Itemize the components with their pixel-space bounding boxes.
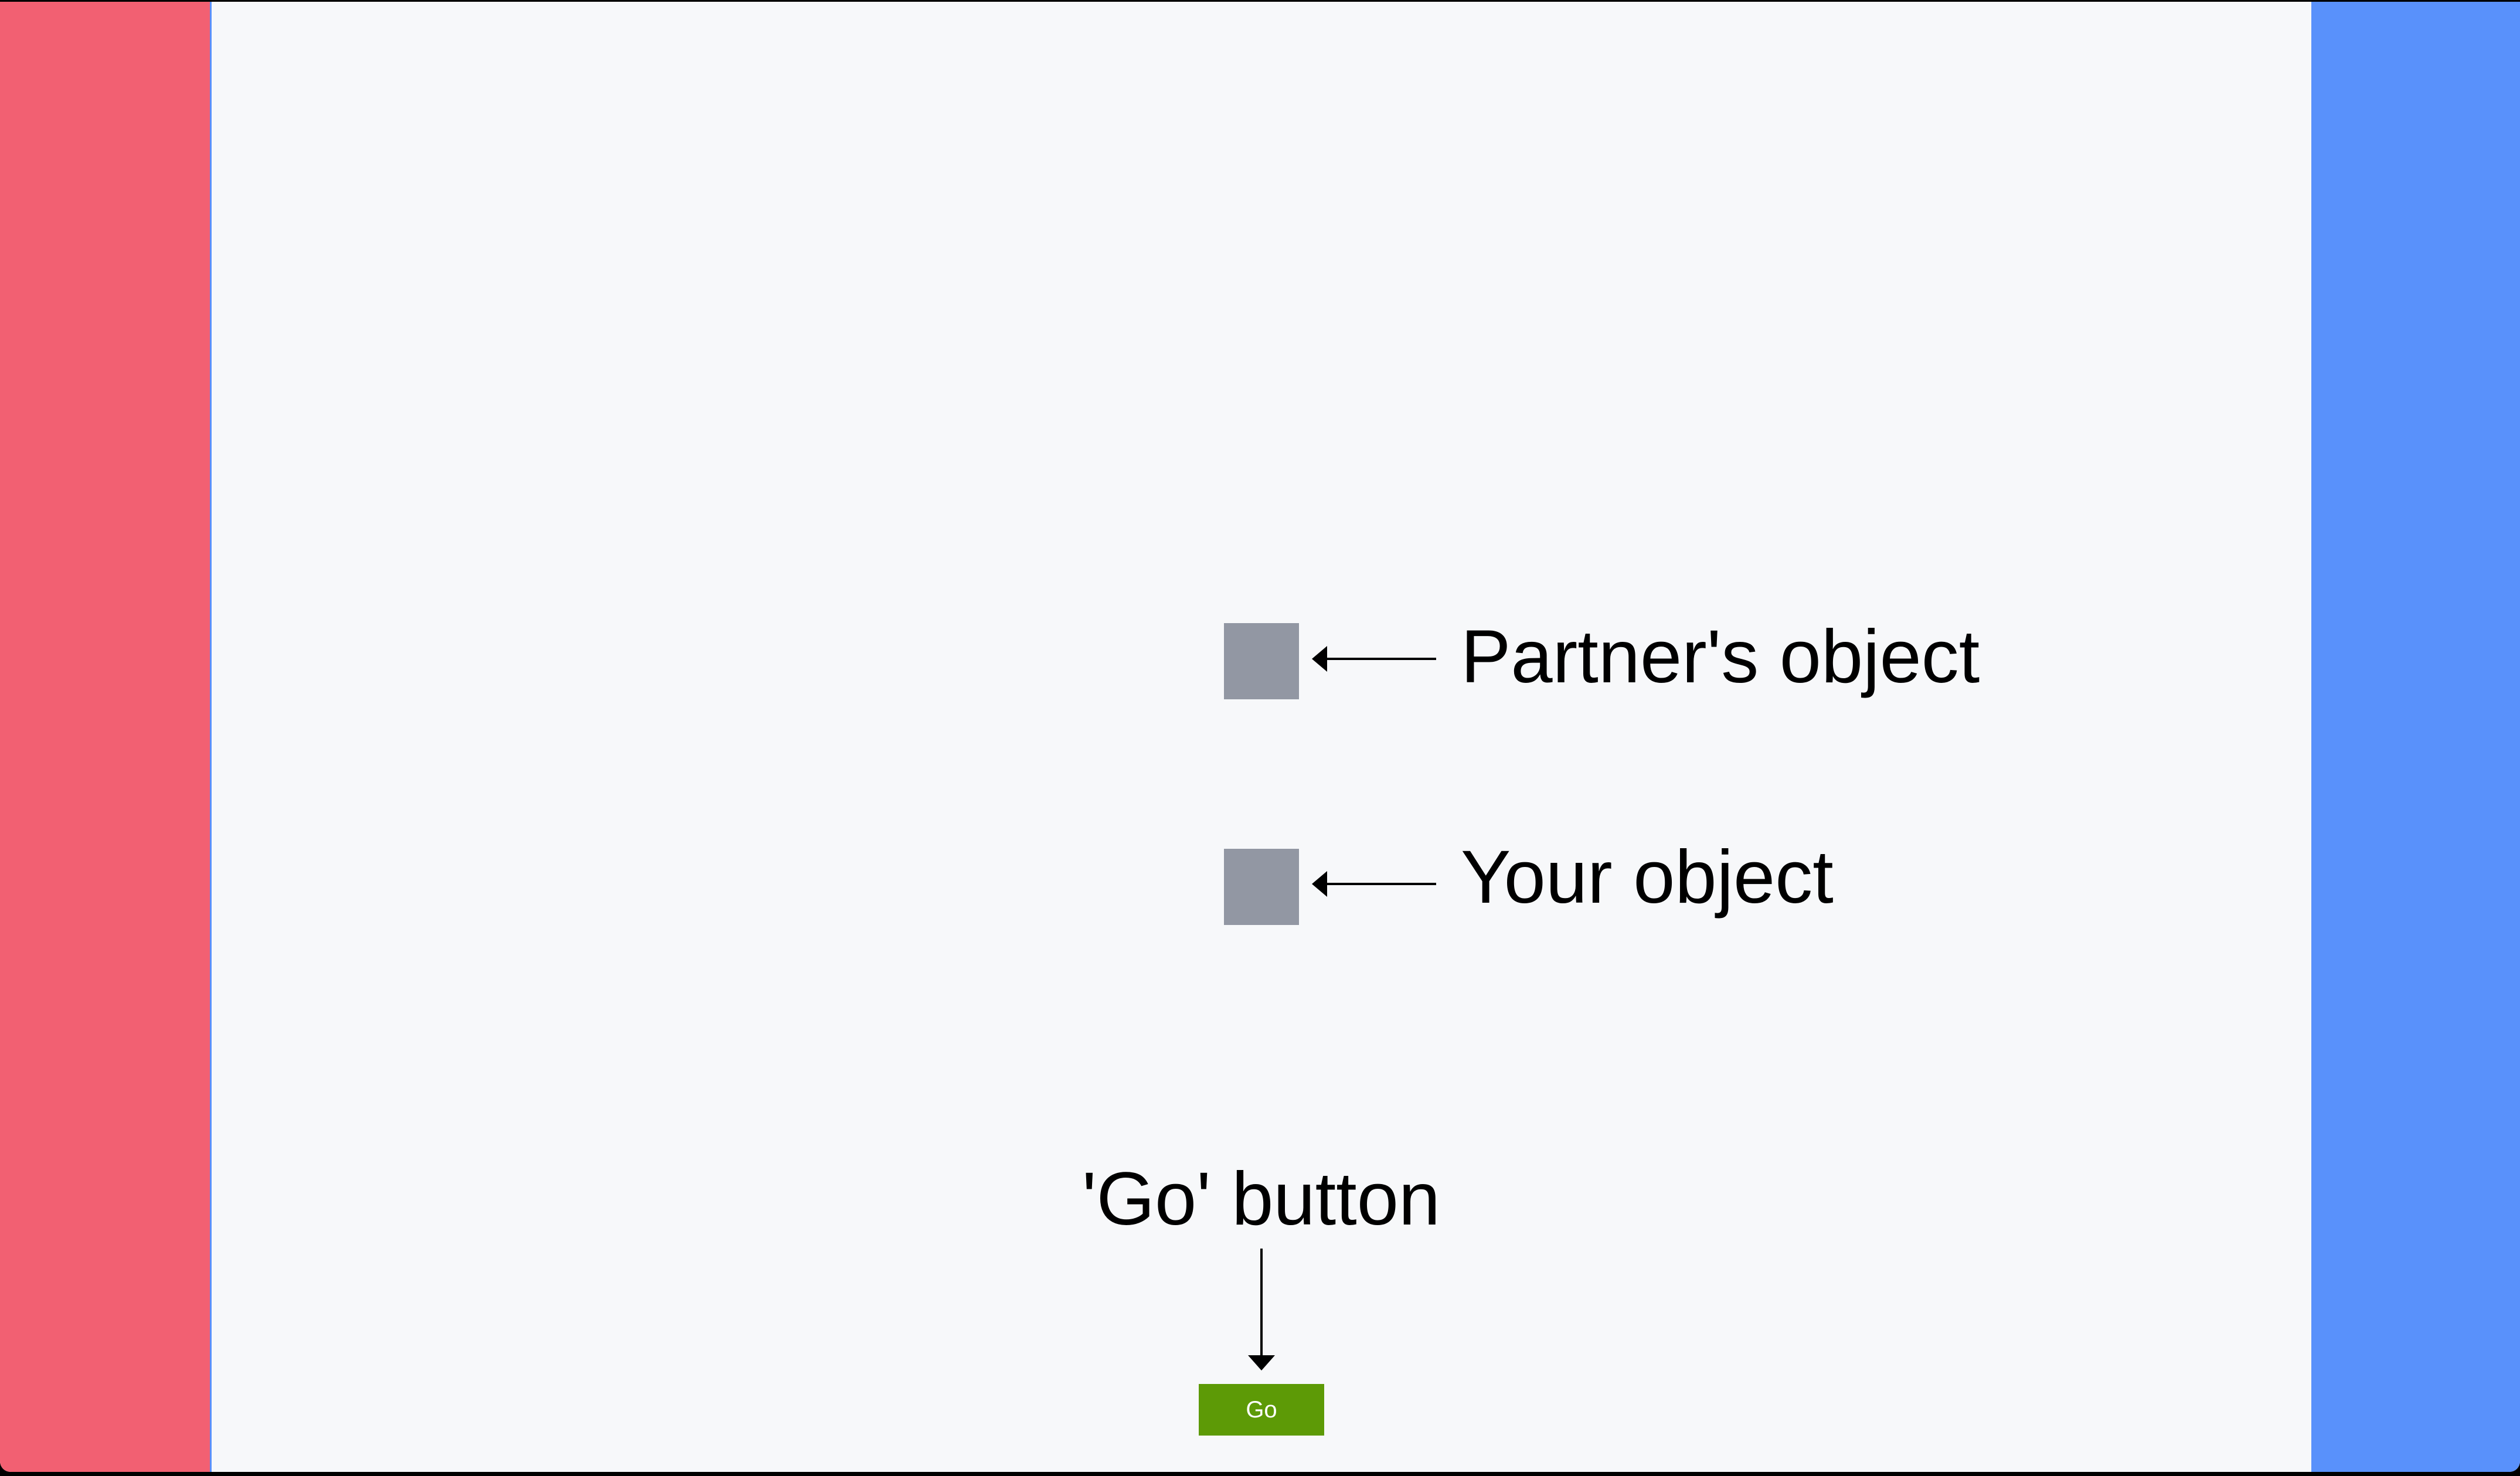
arrow-line <box>1326 883 1436 885</box>
arrow-line <box>1326 658 1436 660</box>
left-arrow-icon <box>1312 871 1327 897</box>
your-object[interactable] <box>1224 849 1299 925</box>
right-blue-zone[interactable] <box>2311 2 2520 1472</box>
partner-object[interactable] <box>1224 623 1299 699</box>
left-arrow-icon <box>1312 646 1327 672</box>
your-object-label: Your object <box>1461 835 1834 919</box>
partner-object-label: Partner's object <box>1461 615 1980 699</box>
arrow-line <box>1260 1249 1263 1355</box>
down-arrow-icon <box>1248 1355 1275 1370</box>
go-button[interactable]: Go <box>1199 1384 1324 1436</box>
go-button-annotation-label: 'Go' button <box>1082 1157 1441 1241</box>
left-red-zone[interactable] <box>0 2 212 1472</box>
